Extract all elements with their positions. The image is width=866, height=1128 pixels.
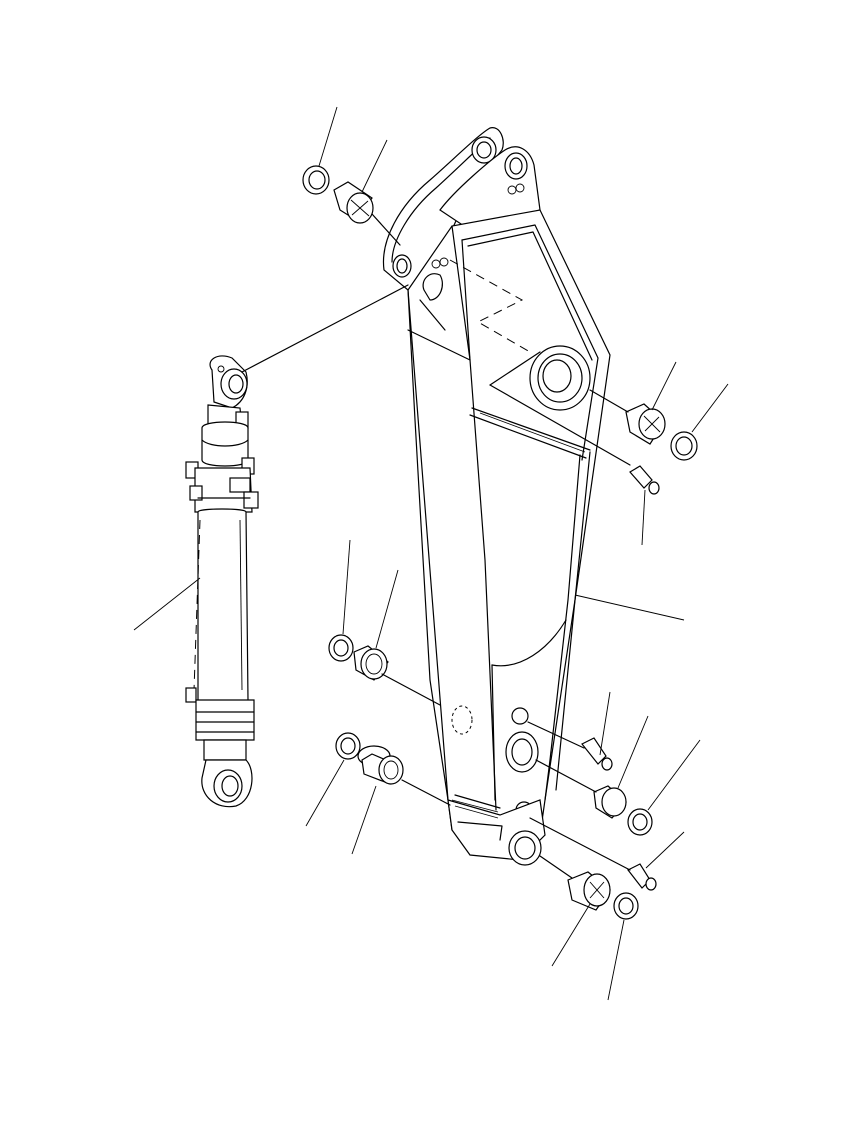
assembly-line [527,721,585,749]
assembly-line [539,855,573,879]
shim-washer-lower-right[interactable] [627,808,653,836]
assembly-line [371,213,401,246]
grease-fitting-upper[interactable] [629,465,660,495]
grease-fitting-middle-right[interactable] [581,737,613,771]
shim-washer-bottom[interactable] [613,892,639,920]
bushing-flanged-lower-left[interactable] [357,745,404,785]
bushing-lower-right[interactable] [593,785,627,819]
bushing-middle-left[interactable] [353,645,389,681]
bushing-top[interactable] [333,181,374,224]
assembly-line [401,779,451,806]
assembly-line [241,284,409,373]
assembly-line [529,817,631,871]
assembly-line [381,673,441,706]
leader-lines [133,106,729,1001]
bushing-bottom[interactable] [567,871,611,911]
arm-assembly[interactable] [382,127,611,866]
grease-fitting-lower[interactable] [627,863,657,891]
assembly-line [589,389,629,413]
arm-cylinder[interactable] [185,355,259,808]
assembly-line [535,759,597,793]
shim-washer-middle-left[interactable] [328,634,354,662]
hidden-lines [449,259,631,466]
shim-washer-top[interactable] [302,165,330,195]
bushing-center[interactable] [625,403,666,445]
shim-washer-lower-left[interactable] [335,732,361,760]
shim-washer-center[interactable] [670,431,698,461]
